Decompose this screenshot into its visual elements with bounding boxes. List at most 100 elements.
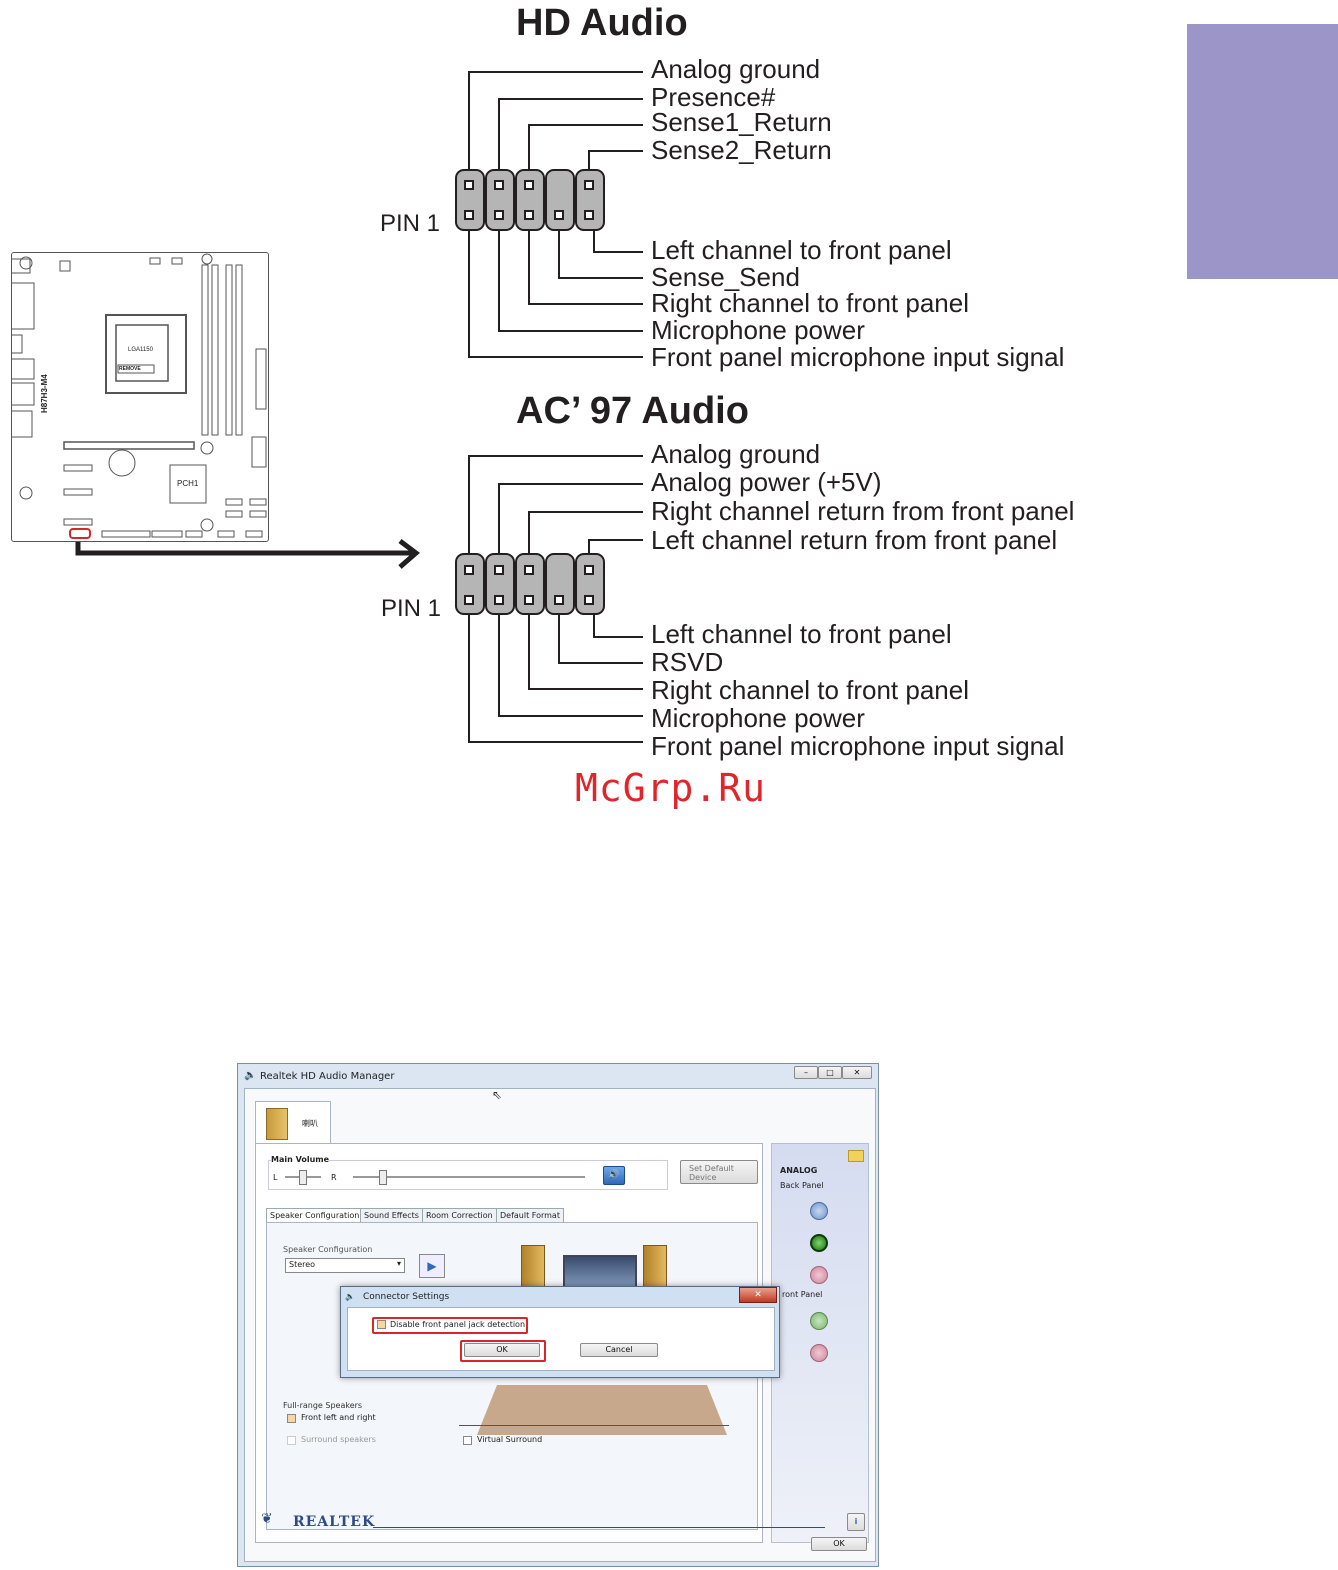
hd-label-sense2: Sense2_Return <box>651 135 832 165</box>
device-tab[interactable]: 喇叭 <box>255 1101 331 1144</box>
front-jack-pink[interactable] <box>810 1344 828 1362</box>
full-range-group: Full-range Speakers Front left and right… <box>283 1401 451 1457</box>
hd-label-mic-power: Microphone power <box>651 315 865 345</box>
pin-diagrams <box>75 71 643 743</box>
surround-label: Surround speakers <box>301 1435 376 1444</box>
ac97-label-mic-power: Microphone power <box>651 703 865 733</box>
hd-audio-title: HD Audio <box>516 2 688 44</box>
ac97-pin1-label: PIN 1 <box>381 595 442 622</box>
hd-label-sense1: Sense1_Return <box>651 107 832 137</box>
speaker-config-value: Stereo <box>289 1260 316 1269</box>
motherboard-diagram: H87H3-M4 LGA1150 REMOVE PCH1 <box>11 252 269 542</box>
device-tab-label: 喇叭 <box>302 1119 318 1128</box>
ac97-label-analog-ground: Analog ground <box>651 439 821 469</box>
main-volume-label: Main Volume <box>271 1155 330 1164</box>
board-socket: LGA1150 <box>128 347 153 353</box>
full-range-label: Full-range Speakers <box>283 1401 363 1410</box>
tab-sound-effects[interactable]: Sound Effects <box>360 1208 423 1222</box>
close-button[interactable]: ✕ <box>842 1066 872 1079</box>
virtual-surround-label: Virtual Surround <box>477 1435 543 1444</box>
jack-panel: ANALOG Back Panel ront Panel <box>771 1143 869 1543</box>
chapter-tab <box>1187 24 1338 279</box>
volume-thumb[interactable] <box>379 1170 387 1185</box>
back-panel-label: Back Panel <box>780 1181 824 1190</box>
ac97-label-left-channel: Left channel to front panel <box>651 619 952 649</box>
dialog-speaker-icon: 🔈 <box>345 1292 355 1301</box>
hd-label-presence: Presence# <box>651 82 776 112</box>
mute-button[interactable]: 🔊 <box>603 1166 625 1185</box>
board-model: H87H3-M4 <box>40 374 49 413</box>
tabs: Speaker Configuration Sound Effects Room… <box>266 1208 566 1222</box>
disable-jack-detection-label: Disable front panel jack detection <box>390 1320 526 1329</box>
ac97-label-left-return: Left channel return from front panel <box>651 525 1058 555</box>
virtual-surround-checkbox[interactable] <box>463 1436 472 1445</box>
ac97-label-mic-input: Front panel microphone input signal <box>651 731 1065 761</box>
minimize-button[interactable]: – <box>794 1066 818 1079</box>
ac97-audio-title: AC’ 97 Audio <box>516 390 749 432</box>
front-jack-green[interactable] <box>810 1312 828 1330</box>
hd-pin1-label: PIN 1 <box>380 210 441 237</box>
speaker-device-icon <box>266 1108 288 1140</box>
hd-label-mic-input: Front panel microphone input signal <box>651 342 1065 372</box>
back-jack-pink[interactable] <box>810 1266 828 1284</box>
footer-divider <box>373 1527 825 1528</box>
surround-checkbox[interactable] <box>287 1436 296 1445</box>
disable-jack-detection-checkbox[interactable] <box>377 1320 386 1329</box>
dialog-body: Disable front panel jack detection OK Ca… <box>347 1307 775 1371</box>
front-lr-checkbox[interactable] <box>287 1414 296 1423</box>
watermark: McGrp.Ru <box>575 766 767 810</box>
back-jack-green[interactable] <box>810 1234 828 1252</box>
realtek-logo-icon: ❦ <box>261 1511 273 1527</box>
ac97-label-right-channel: Right channel to front panel <box>651 675 969 705</box>
chevron-down-icon: ▾ <box>396 1259 401 1268</box>
speaker-icon: 🔈 <box>244 1070 257 1081</box>
ac97-label-right-return: Right channel return from front panel <box>651 496 1075 526</box>
back-jack-blue[interactable] <box>810 1202 828 1220</box>
folder-icon[interactable] <box>848 1150 864 1162</box>
speaker-config-select[interactable]: Stereo ▾ <box>285 1258 405 1273</box>
checkbox-highlight <box>372 1317 528 1334</box>
play-button[interactable]: ▶ <box>419 1254 445 1278</box>
ac97-label-rsvd: RSVD <box>651 647 724 677</box>
right-speaker-icon <box>643 1245 667 1287</box>
dialog-cancel-button[interactable]: Cancel <box>580 1343 658 1357</box>
hd-label-analog-ground: Analog ground <box>651 54 821 84</box>
hd-label-right-channel: Right channel to front panel <box>651 288 969 318</box>
hd-label-left-channel: Left channel to front panel <box>651 235 952 265</box>
mouse-cursor-icon: ⇖ <box>492 1088 503 1102</box>
front-lr-label: Front left and right <box>301 1413 376 1422</box>
realtek-window: 🔈 Realtek HD Audio Manager – □ ✕ 喇叭 Main… <box>237 1063 879 1567</box>
speaker-config-label: Speaker Configuration <box>283 1245 373 1254</box>
hd-header <box>455 169 605 231</box>
analog-label: ANALOG <box>780 1166 818 1175</box>
set-default-device-button[interactable]: Set Default Device <box>680 1160 758 1184</box>
board-pch: PCH1 <box>177 479 199 488</box>
dialog-close-button[interactable]: ✕ <box>739 1287 777 1303</box>
ok-highlight <box>460 1340 546 1362</box>
balance-r: R <box>331 1173 337 1182</box>
maximize-button[interactable]: □ <box>818 1066 842 1079</box>
balance-l: L <box>273 1173 278 1182</box>
info-button[interactable]: i <box>847 1513 865 1531</box>
floor <box>477 1385 727 1435</box>
tab-room-correction[interactable]: Room Correction <box>422 1208 497 1222</box>
dialog-title: Connector Settings <box>363 1292 450 1302</box>
volume-track <box>353 1176 585 1178</box>
dialog-ok-button[interactable]: OK <box>464 1343 540 1357</box>
board-remove: REMOVE <box>119 366 141 372</box>
connector-settings-dialog: 🔈 Connector Settings ✕ Disable front pan… <box>340 1286 780 1378</box>
front-panel-label: ront Panel <box>782 1290 823 1299</box>
window-title: Realtek HD Audio Manager <box>260 1071 395 1082</box>
stage-divider <box>459 1425 729 1426</box>
tab-default-format[interactable]: Default Format <box>496 1208 564 1222</box>
main-ok-button[interactable]: OK <box>811 1537 867 1551</box>
window-controls: – □ ✕ <box>794 1066 876 1080</box>
balance-thumb[interactable] <box>299 1170 307 1185</box>
tab-speaker-configuration[interactable]: Speaker Configuration <box>266 1208 364 1222</box>
ac97-header <box>455 553 605 615</box>
volume-group: Main Volume L R 🔊 <box>268 1155 668 1190</box>
hd-label-sense-send: Sense_Send <box>651 262 800 292</box>
left-speaker-icon <box>521 1245 545 1287</box>
ac97-label-analog-power: Analog power (+5V) <box>651 467 882 497</box>
realtek-brand: REALTEK <box>293 1514 376 1530</box>
